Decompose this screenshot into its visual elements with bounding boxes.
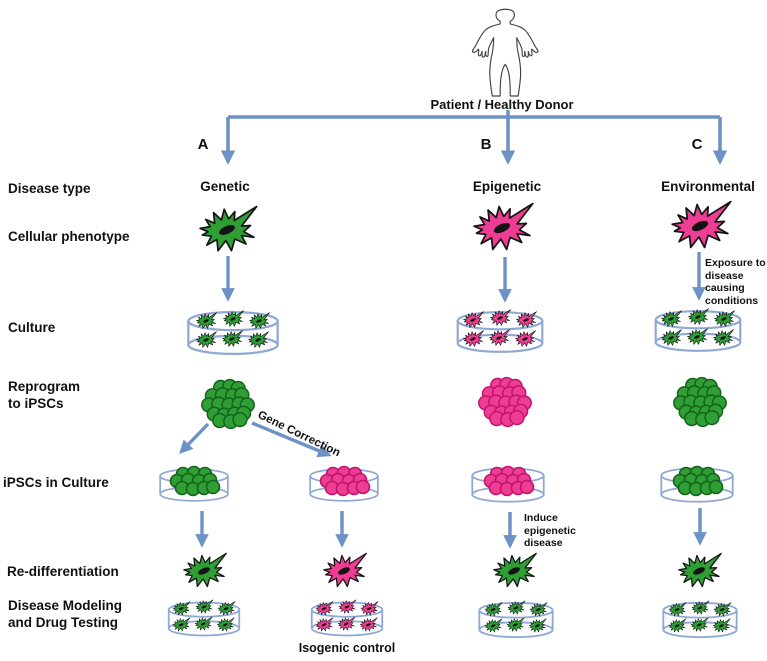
ipsc-colony-a-icon	[201, 378, 255, 430]
branch-letter-c: C	[691, 136, 703, 153]
isogenic-control-label: Isogenic control	[298, 641, 396, 655]
epigenetic-phenotype-cell-icon	[473, 202, 534, 251]
rediff-cell-a2-icon	[323, 552, 367, 588]
induce-line3: disease	[524, 537, 563, 549]
row-label-culture: Culture	[8, 320, 56, 335]
exposure-annotation: Exposure to disease causing conditions	[705, 257, 766, 307]
row-label-disease-type: Disease type	[8, 181, 91, 196]
environmental-phenotype-cell-icon	[671, 200, 732, 249]
exposure-line2: disease	[705, 269, 744, 282]
rediff-cell-a1-icon	[183, 552, 227, 588]
row-label-ipscs-in-culture: iPSCs in Culture	[3, 475, 109, 490]
genetic-phenotype-cell-icon	[199, 205, 258, 252]
exposure-line1: Exposure to	[705, 257, 766, 269]
ipsc-dish-colony-b	[483, 465, 535, 497]
patient-figure-icon	[471, 8, 539, 97]
ipsc-colony-b-icon	[478, 376, 532, 428]
rediff-cell-b-icon	[493, 552, 537, 588]
patient-donor-label: Patient / Healthy Donor	[430, 97, 574, 112]
induce-line2: epigenetic	[524, 524, 576, 537]
rediff-cell-c-icon	[678, 552, 722, 588]
exposure-line4: conditions	[705, 294, 759, 307]
induce-line1: Induce	[524, 512, 558, 524]
gene-correction-arrow	[251, 421, 332, 458]
branch-letter-b: B	[480, 136, 492, 153]
row-label-disease-modeling-line1: Disease Modeling	[8, 598, 123, 613]
row-label-disease-modeling-line2: and Drug Testing	[8, 615, 118, 630]
induce-annotation: Induce epigenetic disease	[524, 512, 576, 550]
row-label-cellular-phenotype: Cellular phenotype	[8, 229, 130, 244]
row-label-reprogram-line2: to iPSCs	[8, 396, 64, 411]
exposure-line3: causing	[705, 282, 745, 294]
a-colony-split-left-arrow	[179, 422, 210, 454]
disease-type-epigenetic: Epigenetic	[472, 179, 542, 194]
ipsc-dish-colony-c	[672, 465, 724, 497]
branch-letter-a: A	[197, 136, 209, 153]
disease-type-environmental: Environmental	[661, 179, 755, 194]
flow-arrows	[179, 110, 728, 549]
row-label-reprogram-line1: Reprogram	[8, 379, 81, 394]
disease-type-genetic: Genetic	[200, 179, 250, 194]
ipsc-colony-c-icon	[673, 376, 727, 428]
row-label-re-differentiation: Re-differentiation	[7, 564, 119, 579]
